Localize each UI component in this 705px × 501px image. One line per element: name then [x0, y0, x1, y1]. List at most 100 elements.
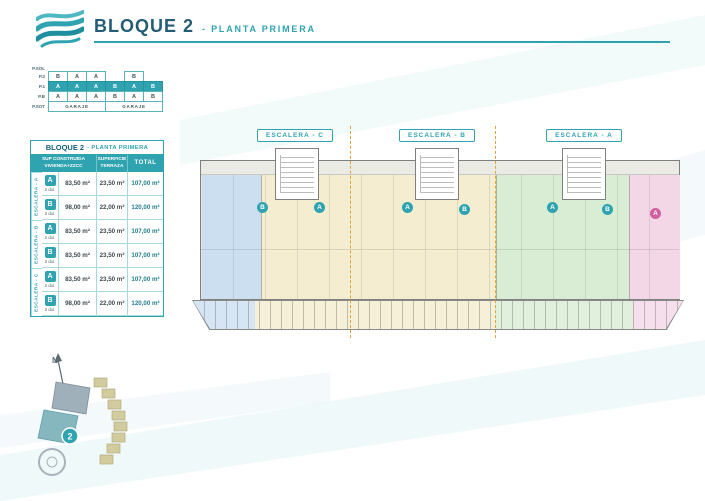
terrace-green — [495, 301, 633, 329]
unit-cell: A 2 dor. — [42, 268, 59, 292]
unit-type-badge: A — [44, 223, 56, 234]
unit-cell: B 3 dor. — [42, 292, 59, 316]
level-row-p2: P.2 B A A B — [28, 71, 163, 82]
north-arrow-icon: N — [52, 353, 64, 385]
cell-terraza: 23,50 m² — [97, 244, 128, 268]
section-label-escalera-c: ESCALERA - C — [257, 129, 333, 142]
cell-terraza: 23,50 m² — [97, 220, 128, 244]
cell-terraza: 22,00 m² — [97, 196, 128, 220]
unit-dorm-label: 3 dor. — [44, 211, 56, 216]
unit-dorm-label: 2 dor. — [44, 283, 56, 288]
cell-sup-construida: 83,50 m² — [59, 268, 97, 292]
area-table-title-floor: - PLANTA PRIMERA — [87, 144, 149, 151]
cell-terraza: 23,50 m² — [97, 172, 128, 196]
terrace-cream — [255, 301, 495, 329]
header-line: SUP CONSTRUIDA — [41, 157, 86, 163]
block-number: 2 — [67, 432, 72, 442]
section-divider-dashed — [350, 126, 351, 338]
area-table-title: BLOQUE 2 - PLANTA PRIMERA — [31, 141, 163, 155]
plan-unit-badge: B — [602, 204, 613, 215]
terrace-blue — [193, 301, 255, 329]
unit-dorm-label: 2 dor. — [44, 187, 56, 192]
unit-dorm-label: 3 dor. — [44, 259, 56, 264]
roundabout — [38, 448, 66, 476]
level-label: P.B — [38, 94, 45, 99]
stair-core-a — [562, 148, 606, 200]
plan-unit-badge: A — [547, 202, 558, 213]
header-rule — [94, 41, 670, 43]
plan-unit-badge: B — [257, 202, 268, 213]
unit-cell: A 2 dor. — [42, 220, 59, 244]
level-label: P.2 — [38, 74, 45, 79]
levels-diagram: P.SOL P.2 B A A B P.1 A A A B A B P. — [28, 64, 163, 112]
escalera-a-row-label: ESCALERA - A — [31, 172, 42, 220]
cell-total: 120,00 m² — [128, 292, 163, 316]
company-logo-waves-icon — [36, 10, 84, 48]
cell-total: 120,00 m² — [128, 196, 163, 220]
terrace-strip — [192, 300, 684, 330]
area-table: BLOQUE 2 - PLANTA PRIMERA SUP CONSTRUIDA… — [30, 140, 164, 317]
cell-sup-construida: 98,00 m² — [59, 292, 97, 316]
site-plan: N — [37, 353, 128, 476]
level-row-psot: P.SOT GARAJE GARAJE — [28, 101, 163, 112]
garage-cell: GARAJE — [105, 101, 163, 112]
level-label: P.1 — [38, 84, 45, 89]
level-label: P.SOL — [32, 65, 45, 71]
page-title-block: BLOQUE 2 — [94, 16, 195, 36]
stairs-icon — [420, 155, 454, 193]
unit-type-badge: A — [44, 271, 56, 282]
page-title: BLOQUE 2 - PLANTA PRIMERA — [94, 16, 316, 37]
unit-cell: B 3 dor. — [42, 244, 59, 268]
unit-dorm-label: 2 dor. — [44, 235, 56, 240]
level-label: P.SOT — [32, 104, 45, 109]
cell-sup-construida: 83,50 m² — [59, 220, 97, 244]
header-line: SUPERFICIE — [97, 157, 127, 163]
level-row-p1-current: P.1 A A A B A B — [28, 81, 163, 92]
section-label-escalera-a: ESCALERA - A — [546, 129, 622, 142]
cell-total: 107,00 m² — [128, 172, 163, 196]
escalera-b-row-label: ESCALERA - B — [31, 220, 42, 268]
unit-dorm-label: 3 dor. — [44, 307, 56, 312]
terrace-pink — [633, 301, 683, 329]
cell-sup-construida: 83,50 m² — [59, 172, 97, 196]
garage-cell: GARAJE — [48, 101, 106, 112]
column-header-superficie-terraza: SUPERFICIE TERRAZA — [97, 155, 128, 172]
area-table-title-block: BLOQUE 2 — [45, 143, 85, 152]
section-divider-dashed — [495, 126, 496, 338]
cell-total: 107,00 m² — [128, 268, 163, 292]
plan-unit-badge: A — [314, 202, 325, 213]
apartment-zone-blue — [202, 175, 261, 299]
cell-sup-construida: 98,00 m² — [59, 196, 97, 220]
stair-core-b — [415, 148, 459, 200]
cell-terraza: 23,50 m² — [97, 268, 128, 292]
unit-type-badge: B — [44, 295, 56, 306]
plan-unit-badge: A — [402, 202, 413, 213]
plan-unit-badge-pink: A — [650, 208, 661, 219]
unit-type-badge: A — [44, 175, 56, 186]
cell-sup-construida: 83,50 m² — [59, 244, 97, 268]
section-label-escalera-b: ESCALERA - B — [399, 129, 475, 142]
terrace-segments — [193, 301, 683, 329]
level-row-psol: P.SOL — [28, 64, 163, 72]
cell-total: 107,00 m² — [128, 244, 163, 268]
header-line: VIVIENDA+ZZCC — [44, 163, 83, 169]
cell-total: 107,00 m² — [128, 220, 163, 244]
page-title-floor: - PLANTA PRIMERA — [202, 24, 316, 34]
plan-unit-badge: B — [459, 204, 470, 215]
apartment-zone-pink — [629, 175, 680, 299]
escalera-c-row-label: ESCALERA - C — [31, 268, 42, 316]
unit-cell: B 3 dor. — [42, 196, 59, 220]
cell-terraza: 22,00 m² — [97, 292, 128, 316]
stairs-icon — [280, 155, 314, 193]
neighbour-blocks — [93, 377, 128, 465]
unit-type-badge: B — [44, 199, 56, 210]
stairs-icon — [567, 155, 601, 193]
header-line: TERRAZA — [100, 163, 124, 169]
column-header-total: TOTAL — [128, 155, 163, 172]
stair-core-c — [275, 148, 319, 200]
header-line: TOTAL — [134, 160, 157, 167]
floor-plan: ESCALERA - C ESCALERA - B ESCALERA - A B… — [188, 124, 688, 356]
column-header-sup-construida: SUP CONSTRUIDA VIVIENDA+ZZCC — [31, 155, 97, 172]
